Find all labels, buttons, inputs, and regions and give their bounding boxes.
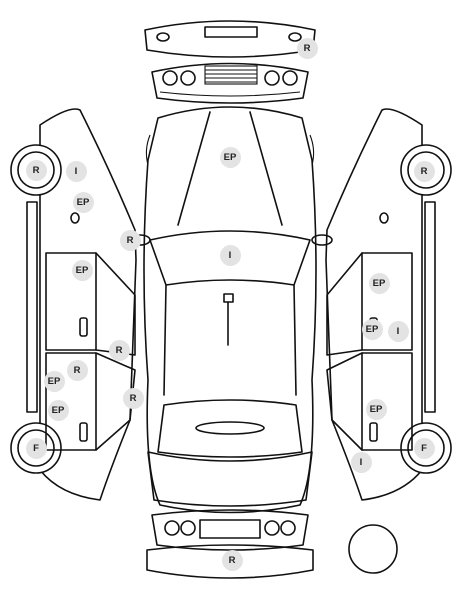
- damage-marker[interactable]: F: [25, 437, 47, 459]
- damage-marker[interactable]: R: [25, 159, 47, 181]
- damage-marker[interactable]: EP: [361, 318, 383, 340]
- damage-marker[interactable]: R: [413, 160, 435, 182]
- damage-marker[interactable]: EP: [71, 259, 93, 281]
- damage-marker[interactable]: F: [413, 437, 435, 459]
- front-view: [151, 509, 309, 551]
- damage-marker[interactable]: EP: [43, 370, 65, 392]
- damage-marker[interactable]: R: [221, 549, 243, 571]
- damage-marker[interactable]: EP: [368, 272, 390, 294]
- rear-view: [151, 62, 309, 104]
- car-top-view: [129, 106, 333, 514]
- damage-marker[interactable]: R: [108, 339, 130, 361]
- damage-marker[interactable]: I: [219, 244, 241, 266]
- damage-marker[interactable]: I: [350, 451, 372, 473]
- damage-marker[interactable]: EP: [72, 191, 94, 213]
- damage-marker[interactable]: I: [387, 320, 409, 342]
- damage-marker[interactable]: R: [296, 37, 318, 59]
- damage-marker[interactable]: EP: [219, 146, 241, 168]
- damage-marker[interactable]: R: [66, 359, 88, 381]
- damage-marker[interactable]: R: [122, 387, 144, 409]
- damage-marker[interactable]: EP: [365, 398, 387, 420]
- rear-bumper-view: [144, 20, 316, 58]
- damage-marker[interactable]: EP: [47, 399, 69, 421]
- damage-marker[interactable]: I: [65, 160, 87, 182]
- front-bumper-view: [146, 544, 314, 579]
- damage-marker[interactable]: R: [119, 229, 141, 251]
- spare-wheel: [348, 524, 398, 574]
